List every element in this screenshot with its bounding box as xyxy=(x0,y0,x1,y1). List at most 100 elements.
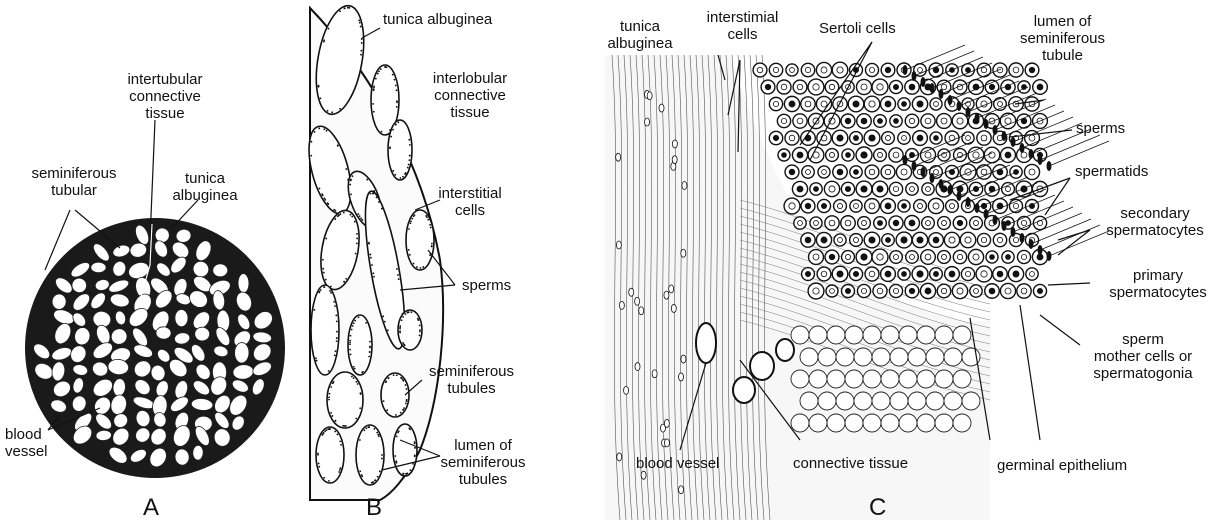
sperm-head xyxy=(1002,221,1007,231)
germ-cell-nucleus xyxy=(845,186,850,191)
germ-cell-nucleus xyxy=(885,169,891,175)
basal-cell xyxy=(863,414,881,432)
stipple-dot xyxy=(394,79,396,81)
germ-cell-nucleus xyxy=(989,84,994,89)
germ-cell-nucleus xyxy=(1029,169,1035,175)
germ-cell-nucleus xyxy=(845,118,851,124)
germ-cell-nucleus xyxy=(805,203,811,209)
stipple-dot xyxy=(395,124,397,126)
basal-cell xyxy=(881,370,899,388)
stipple-dot xyxy=(374,480,376,482)
stipple-dot xyxy=(398,430,400,432)
label-tunica-albuginea-a: tunica albuginea xyxy=(160,170,250,204)
germ-cell-nucleus xyxy=(829,220,835,226)
stipple-dot xyxy=(315,357,317,359)
germ-cell-nucleus xyxy=(789,169,795,175)
germ-cell-nucleus xyxy=(941,220,946,225)
stipple-dot xyxy=(339,467,341,469)
germ-cell-nucleus xyxy=(902,102,907,107)
stipple-dot xyxy=(350,353,352,355)
germ-cell-nucleus xyxy=(909,254,914,259)
stipple-dot xyxy=(368,356,370,358)
germ-cell-nucleus xyxy=(853,237,858,242)
stipple-dot xyxy=(405,172,407,174)
stipple-dot xyxy=(396,436,398,438)
fibroblast-nucleus xyxy=(681,249,686,257)
stipple-dot xyxy=(411,311,413,313)
stipple-dot xyxy=(381,131,383,133)
germ-cell-nucleus xyxy=(813,84,819,90)
germ-cell-nucleus xyxy=(877,254,883,260)
label-blood-vessel-a: blood vessel xyxy=(5,426,75,460)
sperm-head xyxy=(930,83,935,93)
stipple-dot xyxy=(402,409,404,411)
germ-cell-nucleus xyxy=(990,255,995,260)
stipple-dot xyxy=(357,383,359,385)
basal-cell xyxy=(935,414,953,432)
sperm-head xyxy=(984,119,989,129)
germ-cell-nucleus xyxy=(981,169,987,175)
germ-cell-nucleus xyxy=(989,288,995,294)
sperm-head xyxy=(993,125,998,135)
stipple-dot xyxy=(349,340,351,342)
stipple-dot xyxy=(378,70,380,72)
stipple-dot xyxy=(354,368,356,370)
fibroblast-nucleus xyxy=(659,104,664,112)
germ-cell-nucleus xyxy=(798,221,803,226)
stipple-dot xyxy=(383,400,385,402)
stipple-dot xyxy=(402,316,404,318)
stipple-dot xyxy=(406,399,408,401)
stipple-dot xyxy=(399,177,401,179)
sperm-head xyxy=(1047,161,1052,171)
fibroblast-nucleus xyxy=(664,419,669,427)
germ-cell-nucleus xyxy=(917,101,923,107)
sperm-head xyxy=(1020,233,1025,243)
germ-cell-nucleus xyxy=(974,289,979,294)
germ-cell-nucleus xyxy=(965,67,970,72)
germ-cell-nucleus xyxy=(926,187,931,192)
germ-cell-nucleus xyxy=(966,136,971,141)
germ-cell-nucleus xyxy=(869,135,875,141)
sperm-head xyxy=(957,101,962,111)
seminiferous-tubule xyxy=(406,210,434,270)
germ-cell-nucleus xyxy=(877,84,883,90)
fibroblast-nucleus xyxy=(647,92,652,100)
basal-cell xyxy=(800,392,818,410)
germ-cell-nucleus xyxy=(894,119,899,124)
germ-cell-nucleus xyxy=(837,271,843,277)
stipple-dot xyxy=(373,87,375,89)
basal-cell xyxy=(845,370,863,388)
stipple-dot xyxy=(329,428,331,430)
fibroblast-nucleus xyxy=(619,301,624,309)
stipple-dot xyxy=(336,340,338,342)
germ-cell-nucleus xyxy=(933,271,938,276)
stipple-dot xyxy=(345,425,347,427)
stipple-dot xyxy=(401,377,403,379)
germ-cell-nucleus xyxy=(821,203,826,208)
stipple-dot xyxy=(379,470,381,472)
tubule-section xyxy=(52,294,67,310)
basal-cell xyxy=(944,392,962,410)
stipple-dot xyxy=(385,66,387,68)
basal-cell xyxy=(791,414,809,432)
basal-cell xyxy=(917,414,935,432)
fibroblast-nucleus xyxy=(679,486,684,494)
stipple-dot xyxy=(405,403,407,405)
stipple-dot xyxy=(377,476,379,478)
germ-cell-nucleus xyxy=(1006,255,1011,260)
sperm-head xyxy=(1011,227,1016,237)
germ-cell-nucleus xyxy=(805,237,811,243)
germ-cell-nucleus xyxy=(917,135,923,141)
germ-cell-nucleus xyxy=(917,203,922,208)
label-primary-spermatocytes: primary spermatocytes xyxy=(1088,267,1228,301)
germ-cell-nucleus xyxy=(957,220,962,225)
stipple-dot xyxy=(431,245,433,247)
germ-cell-nucleus xyxy=(1037,288,1042,293)
stipple-dot xyxy=(413,263,415,265)
germ-cell-nucleus xyxy=(981,271,987,277)
label-seminiferous-tubules: seminiferous tubules xyxy=(414,363,529,397)
stipple-dot xyxy=(395,414,397,416)
stipple-dot xyxy=(332,382,334,384)
stipple-dot xyxy=(373,111,375,113)
stipple-dot xyxy=(399,330,401,332)
